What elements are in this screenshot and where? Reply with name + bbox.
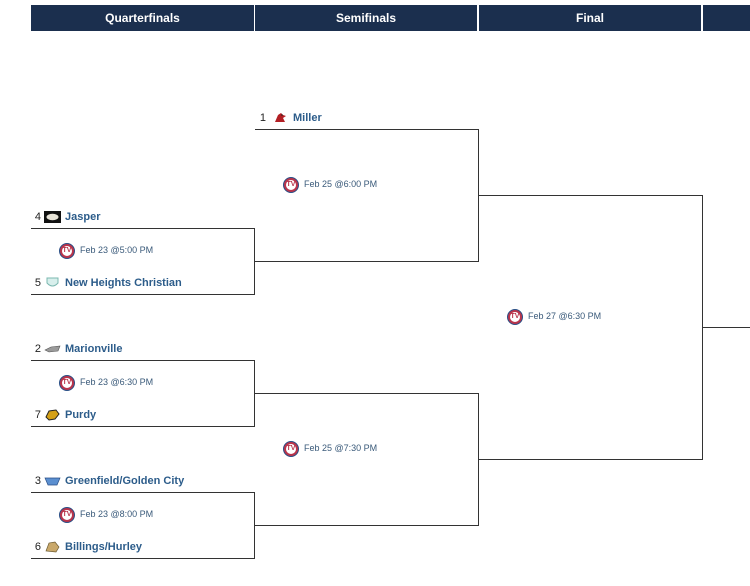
team-seed: 2 xyxy=(34,343,41,355)
jasper-logo xyxy=(44,211,61,223)
bracket-line xyxy=(254,492,255,559)
bracket-line xyxy=(254,228,255,295)
team-seed: 4 xyxy=(34,211,41,223)
bracket-line xyxy=(255,261,479,262)
bracket-line xyxy=(702,195,703,460)
tv-broadcast-icon[interactable]: TV xyxy=(507,309,523,325)
bracket-line xyxy=(31,228,255,229)
tv-broadcast-icon[interactable]: TV xyxy=(283,441,299,457)
team-seed: 6 xyxy=(34,541,41,553)
bracket-line xyxy=(254,360,255,427)
game-time: Feb 23 @6:30 PM xyxy=(80,377,154,387)
game-time: Feb 27 @6:30 PM xyxy=(528,311,602,321)
bracket-line xyxy=(31,558,255,559)
game-time: Feb 23 @8:00 PM xyxy=(80,509,154,519)
team-link[interactable]: Jasper xyxy=(65,211,101,223)
game-time: Feb 25 @6:00 PM xyxy=(304,179,378,189)
miller-cardinal-logo xyxy=(275,113,286,122)
bracket-line xyxy=(31,294,255,295)
team-seed: 7 xyxy=(34,409,41,421)
game-time: Feb 23 @5:00 PM xyxy=(80,245,154,255)
greenfield-golden-city-logo xyxy=(44,477,61,486)
team-link[interactable]: New Heights Christian xyxy=(65,277,182,289)
marionville-logo xyxy=(44,345,61,353)
team-link[interactable]: Miller xyxy=(293,112,322,124)
header-final: Final xyxy=(479,5,701,31)
bracket-line xyxy=(703,327,750,328)
tv-broadcast-icon[interactable]: TV xyxy=(59,507,75,523)
team-link[interactable]: Marionville xyxy=(65,343,123,355)
bracket-line xyxy=(255,525,479,526)
team-link[interactable]: Greenfield/Golden City xyxy=(65,475,185,487)
team-link[interactable]: Purdy xyxy=(65,409,97,421)
bracket-line xyxy=(31,360,255,361)
header-quarterfinals: Quarterfinals xyxy=(31,5,254,31)
game-time: Feb 25 @7:30 PM xyxy=(304,443,378,453)
bracket-line xyxy=(31,426,255,427)
bracket-line xyxy=(31,492,255,493)
team-seed: 5 xyxy=(34,277,41,289)
header-semifinals: Semifinals xyxy=(255,5,477,31)
bracket-line xyxy=(479,195,703,196)
team-link[interactable]: Billings/Hurley xyxy=(65,541,143,553)
tv-broadcast-icon[interactable]: TV xyxy=(283,177,299,193)
bracket-line xyxy=(255,393,479,394)
bracket-line xyxy=(479,459,703,460)
billings-hurley-logo xyxy=(45,541,60,553)
bracket-line xyxy=(478,129,479,262)
bracket-line xyxy=(255,129,479,130)
tv-broadcast-icon[interactable]: TV xyxy=(59,243,75,259)
bracket-line xyxy=(478,393,479,526)
new-heights-christian-logo xyxy=(46,277,59,287)
team-seed: 1 xyxy=(259,112,266,124)
header-champion xyxy=(703,5,750,31)
purdy-logo xyxy=(45,409,60,421)
tv-broadcast-icon[interactable]: TV xyxy=(59,375,75,391)
team-seed: 3 xyxy=(34,475,41,487)
